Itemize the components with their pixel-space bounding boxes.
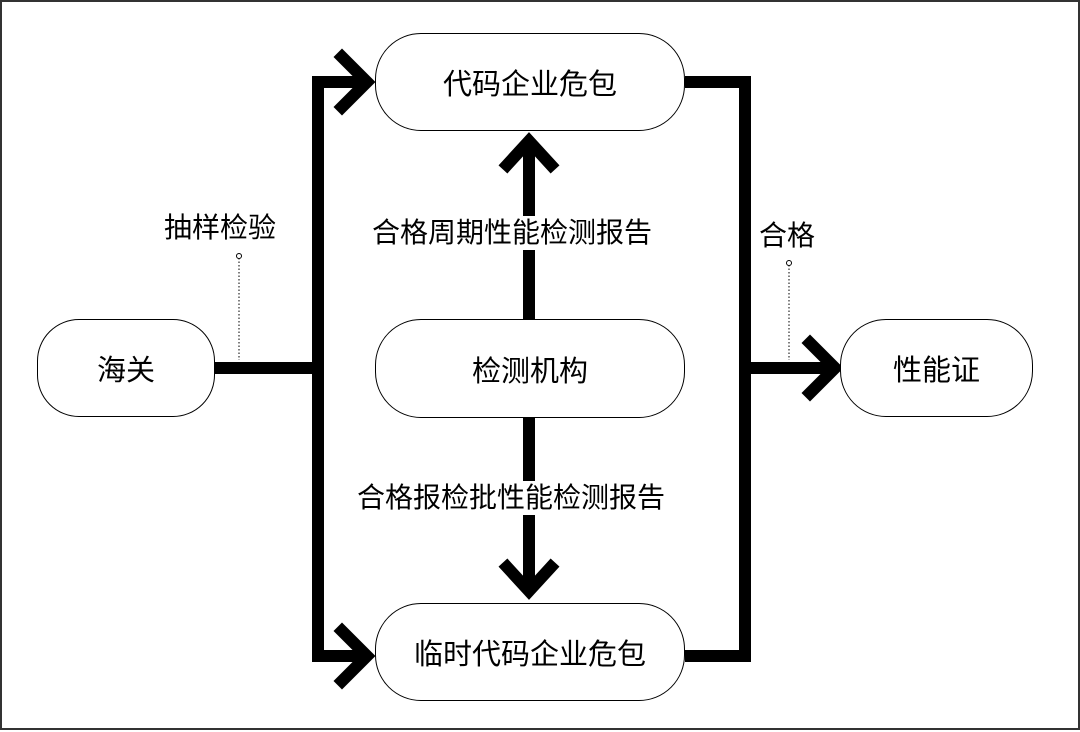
node-customs: 海关 <box>37 319 215 417</box>
label-periodic-report: 合格周期性能检测报告 <box>370 216 655 250</box>
arrowhead-up <box>498 132 560 174</box>
node-testing-agency: 检测机构 <box>375 319 685 418</box>
arrowhead-cert <box>801 334 844 402</box>
arrowhead-temp-enterprise <box>333 622 376 690</box>
arrowhead-code-enterprise <box>333 48 376 116</box>
label-sampling: 抽样检验 <box>164 211 277 245</box>
leader-qualified-dot <box>786 260 792 266</box>
arrowhead-down <box>498 558 560 600</box>
label-qualified: 合格 <box>759 219 816 253</box>
leader-sampling-dot <box>236 253 242 259</box>
label-batch-report: 合格报检批性能检测报告 <box>355 481 668 515</box>
node-code-enterprise: 代码企业危包 <box>375 33 685 131</box>
node-temp-code-enterprise: 临时代码企业危包 <box>375 603 685 701</box>
node-performance-cert: 性能证 <box>840 319 1033 417</box>
